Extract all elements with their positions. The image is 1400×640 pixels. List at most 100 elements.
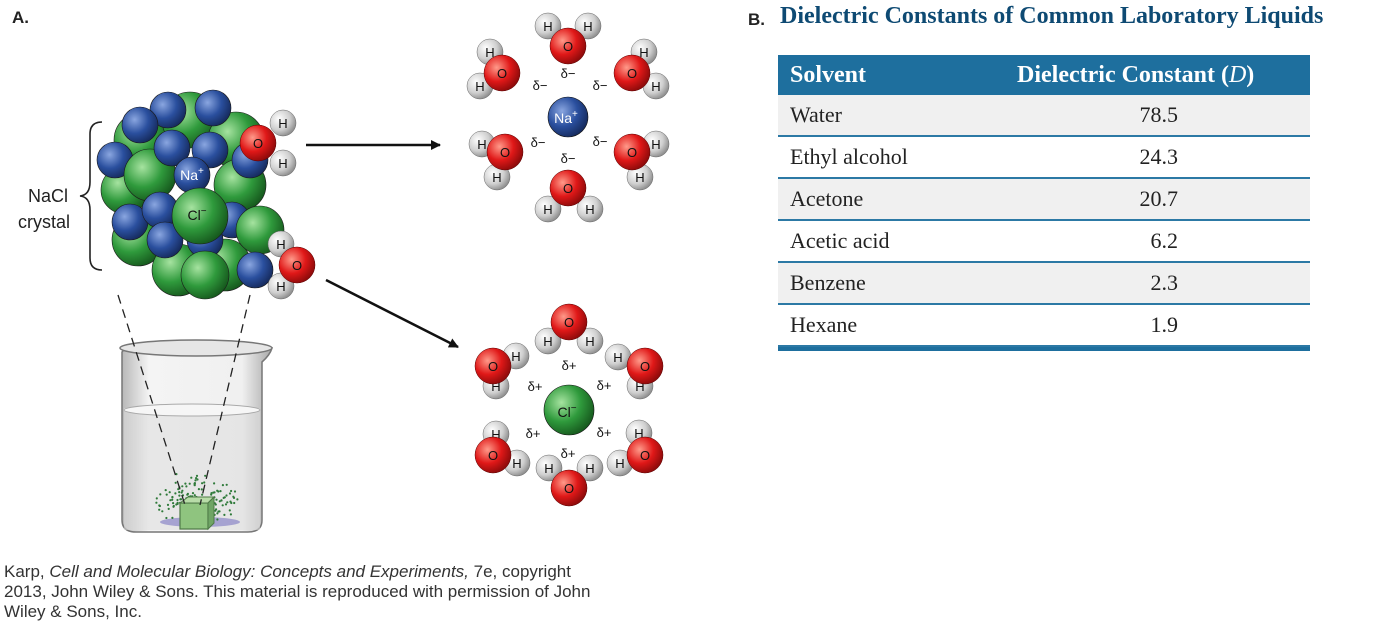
- header-solvent: Solvent: [790, 61, 867, 88]
- water-molecule: HHO: [474, 420, 531, 477]
- hydrogen-label: H: [543, 202, 552, 217]
- ion-particle: [230, 501, 233, 505]
- water-molecule: HHO: [468, 130, 524, 191]
- ion-particle: [197, 488, 200, 491]
- oxygen-label: O: [253, 136, 263, 151]
- sodium-atom: [146, 221, 184, 259]
- oxygen-atom: [550, 303, 588, 341]
- sodium-label: Na+: [554, 109, 578, 126]
- arrow-to-chloride: [325, 278, 459, 349]
- ion-particle: [159, 493, 162, 496]
- ion-particle: [215, 508, 218, 511]
- chloride-atom: [171, 187, 229, 245]
- oxygen-label: O: [500, 145, 510, 160]
- chloride-atom: [180, 250, 230, 300]
- hydrogen-label: H: [634, 426, 643, 441]
- zoom-line-right: [199, 294, 251, 506]
- oxygen-atom: [549, 27, 587, 65]
- ion-particle: [212, 491, 215, 494]
- ion-particle: [176, 498, 179, 502]
- ion-particle: [158, 508, 161, 511]
- ion-particle: [226, 501, 229, 504]
- sodium-atom: [121, 106, 159, 144]
- oxygen-atom: [626, 436, 664, 474]
- water-molecule: HHO: [613, 38, 670, 100]
- ion-particle: [169, 499, 172, 502]
- ion-particle: [210, 493, 213, 496]
- ion-particle: [228, 509, 231, 512]
- hydrogen-label: H: [615, 456, 624, 471]
- ion-particle: [161, 510, 164, 513]
- partial-negative-label: δ−: [593, 134, 608, 149]
- oxygen-atom: [613, 133, 651, 171]
- hydrogen-label: H: [276, 279, 285, 294]
- partial-positive-label: δ+: [597, 425, 612, 440]
- ion-particle: [180, 491, 183, 494]
- ion-particle: [155, 497, 158, 500]
- sodium-atom: [191, 131, 229, 169]
- ion-particle: [172, 502, 175, 505]
- dielectric-value-cell: 1.9: [995, 304, 1310, 347]
- hydrogen-label: H: [585, 461, 594, 476]
- hydrogen-label: H: [544, 461, 553, 476]
- ion-particle: [171, 498, 174, 501]
- ion-particle: [223, 513, 226, 517]
- ion-particle: [178, 491, 181, 494]
- water-molecule: HHO: [604, 343, 664, 400]
- zoom-line-left: [117, 294, 186, 506]
- ion-particle: [224, 503, 228, 506]
- hydrogen-label: H: [651, 79, 660, 94]
- partial-negative-label: δ−: [561, 66, 576, 81]
- hydrogen-label: H: [278, 156, 287, 171]
- oxygen-label: O: [627, 145, 637, 160]
- ion-particle: [186, 493, 189, 496]
- ion-particle: [194, 479, 197, 482]
- partial-charge-labels: δ−δ−δ−δ−δ−δ−δ+δ+δ+δ+δ+δ+: [526, 66, 612, 461]
- ion-particle: [217, 510, 220, 513]
- oxygen-label: O: [563, 181, 573, 196]
- ion-particle: [214, 503, 217, 506]
- hydrogen-atom: [576, 195, 604, 223]
- ion-particle: [218, 500, 221, 503]
- table-bottom-rule: [778, 347, 1310, 351]
- crystal-brace: [79, 121, 103, 271]
- water-molecule: H HO: [535, 454, 604, 507]
- header-dielectric-constant: Dielectric Constant (D): [1017, 61, 1255, 88]
- ion-particle: [200, 488, 203, 491]
- ion-particle: [201, 493, 204, 496]
- oxygen-label: O: [488, 359, 498, 374]
- hydrogen-atom: [269, 149, 297, 177]
- oxygen-label: O: [564, 481, 574, 496]
- ion-particle: [174, 481, 177, 484]
- hydrogen-label: H: [512, 456, 521, 471]
- ion-particle: [158, 504, 161, 508]
- beaker: [119, 339, 273, 533]
- ion-particle: [181, 485, 184, 488]
- ion-particle: [171, 495, 174, 499]
- oxygen-atom: [549, 169, 587, 207]
- oxygen-label: O: [564, 315, 574, 330]
- ion-particle: [196, 478, 199, 481]
- ion-particle: [171, 516, 174, 520]
- hydrogen-atom: [576, 454, 604, 482]
- ion-particle: [193, 494, 196, 497]
- oxygen-atom: [239, 124, 277, 162]
- oxygen-atom: [486, 133, 524, 171]
- hydrogen-label: H: [511, 349, 520, 364]
- ion-particle: [191, 492, 195, 495]
- water-molecule: HHO: [474, 342, 530, 400]
- ion-particle: [178, 494, 181, 497]
- solvent-cell: Hexane: [778, 304, 995, 347]
- ion-particle: [201, 482, 204, 485]
- ion-particle: [166, 503, 170, 506]
- panel-a-label: A.: [12, 8, 29, 27]
- oxygen-atom: [483, 54, 521, 92]
- hydrogen-label: H: [543, 334, 552, 349]
